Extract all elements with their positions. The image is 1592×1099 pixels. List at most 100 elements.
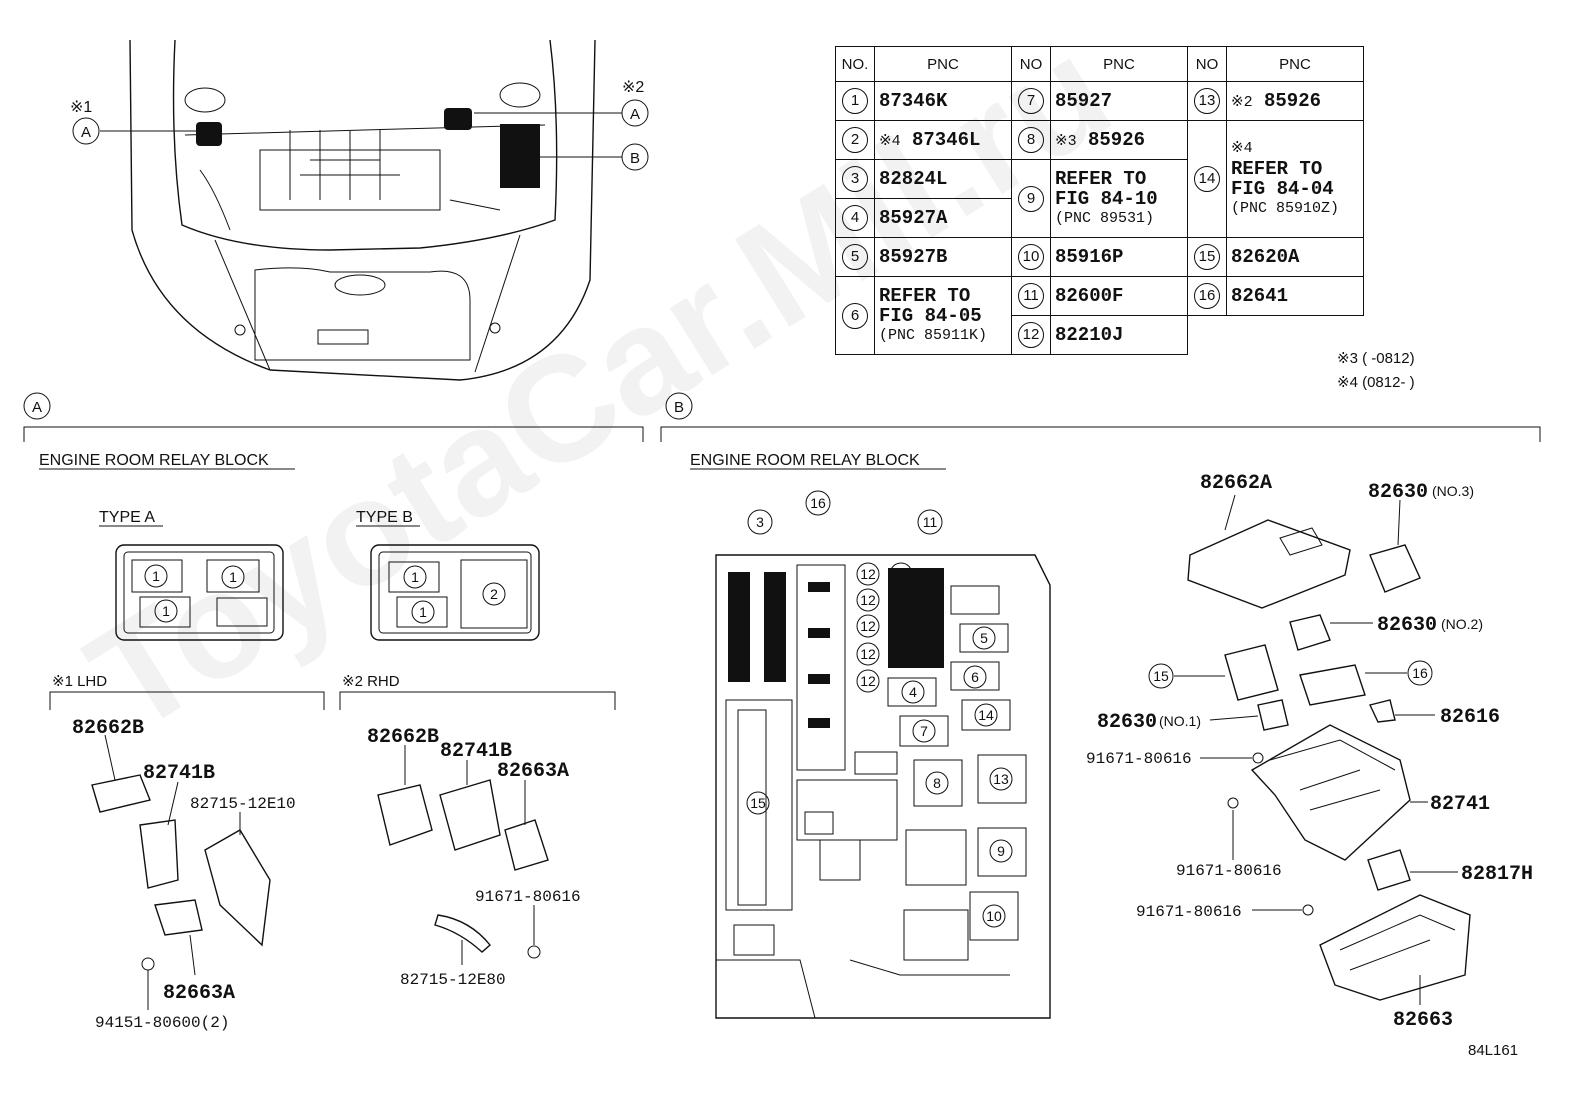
- section-b-title: ENGINE ROOM RELAY BLOCK: [690, 452, 920, 469]
- rhd-parts-drawing: [377, 745, 549, 965]
- relay-position-number: 4: [909, 684, 917, 700]
- ref-line: (PNC 85911K): [879, 326, 988, 344]
- part-label: 91671-80616: [475, 888, 581, 906]
- item-number: 3: [842, 166, 868, 192]
- part-label: 82741B: [440, 740, 512, 763]
- item-number: 15: [1194, 244, 1220, 270]
- callout-a-rhd: A: [630, 106, 640, 123]
- relay-callout-circles: [746, 490, 1013, 928]
- part-label: 82630: [1097, 711, 1157, 734]
- part-label: 82663A: [163, 982, 235, 1005]
- relay-position-number: 6: [971, 669, 979, 685]
- table-row: 2 ※4 87346L 8 ※3 85926 14 ※4 REFER TO FI…: [835, 120, 1364, 238]
- item-number: 9: [1018, 185, 1044, 212]
- item-number: 5: [842, 244, 868, 270]
- part-label: 91671-80616: [1176, 862, 1282, 880]
- ref-line: REFER TO: [879, 284, 971, 307]
- relay-block-layout: [715, 554, 1051, 1019]
- section-b-letter: B: [674, 399, 684, 416]
- pnc-value: 85926: [1087, 129, 1145, 151]
- part-suffix: (NO.2): [1441, 616, 1483, 632]
- part-label: 82817H: [1461, 863, 1533, 886]
- relay-position-number: 11: [923, 514, 938, 530]
- note-mark: ※4: [879, 133, 901, 150]
- relay-position-number: 15: [750, 795, 766, 811]
- pnc-value: 85927B: [874, 237, 1012, 277]
- pnc-reference: REFER TO FIG 84-05 (PNC 85911K): [874, 276, 1012, 355]
- position-number: 16: [1412, 665, 1428, 681]
- pnc-table: NO. PNC NO PNC NO PNC 1 87346K 7 85927 1…: [835, 46, 1364, 355]
- figure-code: 84L161: [1468, 1042, 1518, 1059]
- type-b-block: [370, 544, 540, 641]
- section-a-title: ENGINE ROOM RELAY BLOCK: [39, 452, 269, 469]
- ref-line: (PNC 89531): [1055, 209, 1155, 227]
- table-row: 4 85927A: [835, 198, 1364, 238]
- table-row: 5 85927B 10 85916P 15 82620A: [835, 237, 1364, 277]
- item-number: 1: [842, 88, 868, 114]
- header-pnc-3: PNC: [1226, 46, 1364, 82]
- pnc-value: 85926: [1263, 90, 1321, 112]
- fuse-array: [728, 568, 944, 728]
- overview-mark-1: ※1: [70, 99, 92, 116]
- ref-line: FIG 84-10: [1055, 187, 1158, 210]
- pnc-reference: ※4 REFER TO FIG 84-04 (PNC 85910Z): [1226, 120, 1364, 238]
- part-label: 82715-12E10: [190, 795, 296, 813]
- position-number: 1: [411, 569, 419, 585]
- header-no-1: NO.: [835, 46, 875, 82]
- relay-position-number: 12: [860, 618, 876, 634]
- note-mark: ※3: [1055, 133, 1077, 150]
- pnc-value: 87346K: [874, 81, 1012, 121]
- item-number: 4: [842, 205, 868, 231]
- item-number: 13: [1194, 88, 1220, 114]
- pnc-value: 82641: [1226, 276, 1364, 316]
- part-suffix: (NO.1): [1159, 713, 1201, 729]
- part-label: 82662B: [367, 726, 439, 749]
- position-number: 1: [229, 569, 237, 585]
- item-number: 12: [1018, 322, 1044, 348]
- part-label: 82630: [1368, 481, 1428, 504]
- type-a-block: [115, 544, 284, 641]
- item-number: 16: [1194, 283, 1220, 309]
- relay-position-number: 8: [933, 775, 941, 791]
- part-label: 82741B: [143, 762, 215, 785]
- lhd-label: ※1 LHD: [52, 673, 107, 690]
- part-label: 91671-80616: [1136, 903, 1242, 921]
- ref-line: (PNC 85910Z): [1231, 200, 1340, 217]
- header-pnc-1: PNC: [874, 46, 1012, 82]
- note-4: ※4 (0812- ): [1337, 374, 1415, 391]
- pnc-value: 82620A: [1226, 237, 1364, 277]
- relay-position-number: 12: [893, 566, 909, 582]
- rhd-label: ※2 RHD: [342, 673, 400, 690]
- relay-position-number: 12: [860, 566, 876, 582]
- ref-line: FIG 84-04: [1231, 178, 1334, 200]
- relay-position-number: 12: [860, 673, 876, 689]
- section-b-exploded-parts: [1148, 494, 1471, 1005]
- relay-position-number: 13: [993, 771, 1009, 787]
- item-number: 2: [842, 127, 868, 153]
- part-label: 82662B: [72, 717, 144, 740]
- note-mark: ※2: [1231, 94, 1253, 111]
- table-header-row: NO. PNC NO PNC NO PNC: [835, 46, 1364, 82]
- pnc-value: 85927A: [874, 198, 1012, 238]
- relay-position-number: 3: [756, 514, 764, 530]
- lhd-parts-drawing: [91, 734, 271, 1010]
- ref-line: REFER TO: [1055, 167, 1147, 190]
- section-a-letter: A: [32, 399, 42, 416]
- callout-b: B: [630, 150, 640, 167]
- ref-line: FIG 84-05: [879, 304, 982, 327]
- part-label: 94151-80600(2): [95, 1014, 229, 1032]
- item-number: 8: [1018, 127, 1044, 153]
- item-number: 6: [842, 302, 868, 329]
- type-b-label: TYPE B: [356, 509, 413, 526]
- part-suffix: (NO.3): [1432, 483, 1474, 499]
- relay-position-number: 5: [980, 630, 988, 646]
- position-number: 1: [162, 603, 170, 619]
- pnc-value: 82824L: [874, 159, 1012, 199]
- relay-position-number: 10: [986, 908, 1002, 924]
- header-pnc-2: PNC: [1050, 46, 1188, 82]
- note-3: ※3 ( -0812): [1337, 350, 1415, 367]
- relay-position-number: 12: [860, 592, 876, 608]
- relay-position-number: 12: [860, 646, 876, 662]
- position-number: 2: [490, 586, 498, 602]
